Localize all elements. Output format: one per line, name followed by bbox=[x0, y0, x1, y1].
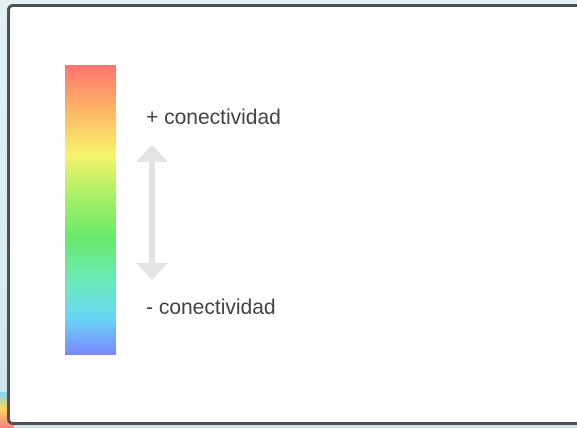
double-arrow-vertical-icon bbox=[136, 145, 168, 280]
high-connectivity-label: + conectividad bbox=[146, 106, 281, 129]
color-scale-bar bbox=[65, 65, 116, 355]
connectivity-legend-panel: + conectividad - conectividad bbox=[7, 4, 577, 425]
low-connectivity-label: - conectividad bbox=[146, 296, 276, 319]
